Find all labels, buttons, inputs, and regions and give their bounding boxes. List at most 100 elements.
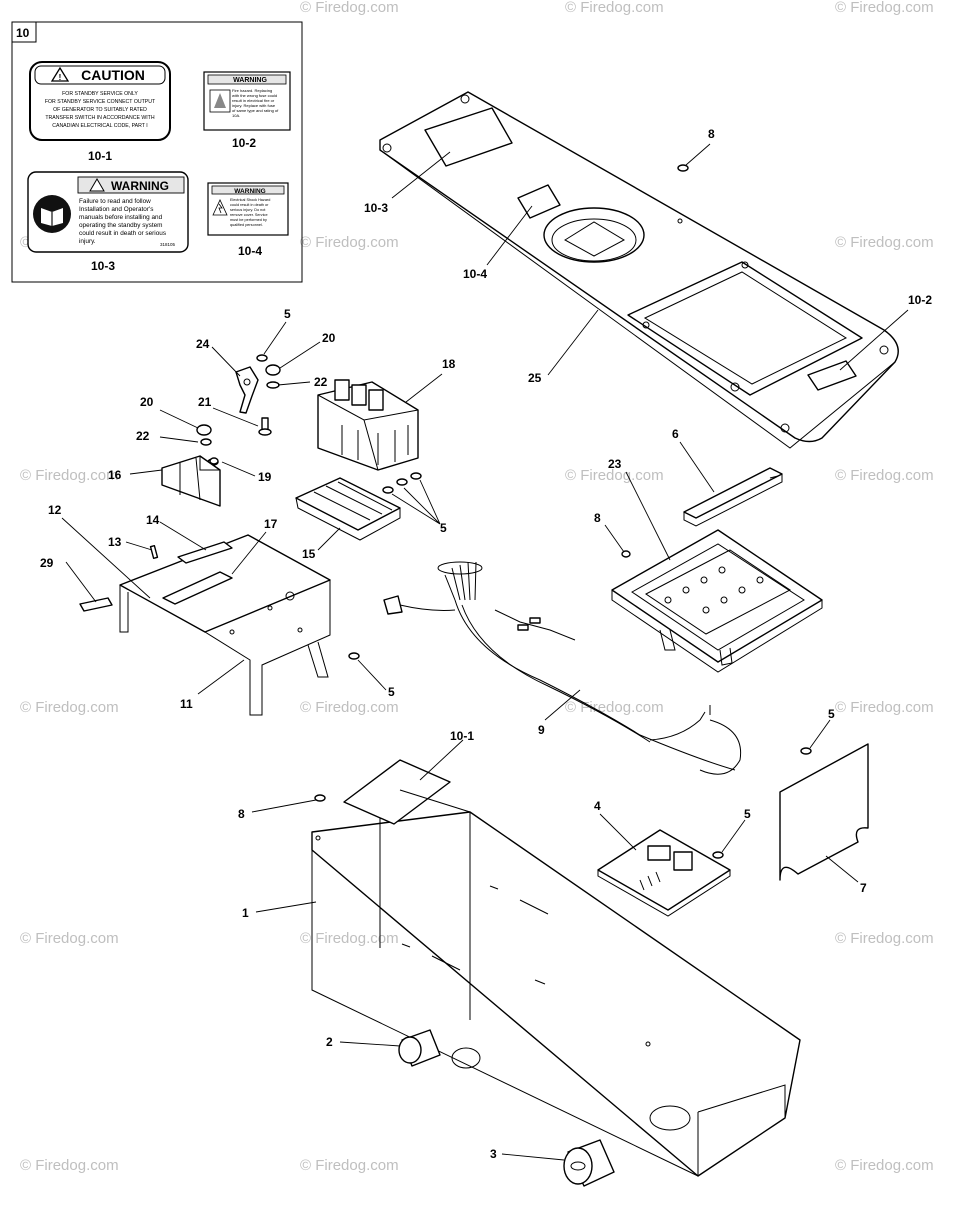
svg-text:CANADIAN ELECTRICAL CODE, PART: CANADIAN ELECTRICAL CODE, PART I	[52, 123, 148, 129]
decal-caution: ! CAUTION FOR STANDBY SERVICE ONLY FOR S…	[29, 61, 171, 141]
watermarks: © Firedog.com © Firedog.com © Firedog.co…	[20, 0, 934, 1174]
part-23-control-panel	[611, 529, 823, 673]
callout-10-1: 10-1	[450, 729, 474, 743]
callout-22: 22	[136, 429, 150, 443]
callout-2: 2	[326, 1035, 333, 1049]
svg-text:result in electrical fire or: result in electrical fire or	[232, 98, 275, 103]
svg-text:Failure to read and follow: Failure to read and follow	[79, 198, 151, 205]
callout-10-2: 10-2	[908, 293, 932, 307]
decal-shock-warning: WARNING Electrical Shock Hazard could re…	[207, 182, 289, 236]
part-11-mounting-bracket	[79, 534, 360, 716]
watermark: © Firedog.com	[835, 930, 934, 947]
svg-text:operating the standby system: operating the standby system	[79, 222, 162, 229]
svg-text:manuals before installing and: manuals before installing and	[79, 214, 163, 221]
callout-11: 11	[180, 697, 193, 711]
svg-text:FOR STANDBY SERVICE ONLY: FOR STANDBY SERVICE ONLY	[62, 91, 138, 97]
part-1-enclosure-base	[311, 759, 801, 1177]
callout-5: 5	[388, 685, 395, 699]
decal-ref-10-3: 10-3	[91, 259, 115, 273]
watermark: © Firedog.com	[300, 699, 399, 716]
part-16-terminal-block	[161, 455, 221, 507]
callout-25: 25	[528, 371, 542, 385]
callout-19: 19	[258, 470, 272, 484]
svg-text:injury. Replace with fuse: injury. Replace with fuse	[232, 103, 276, 108]
part-7-side-plate	[779, 743, 869, 881]
svg-text:serious injury. Do not: serious injury. Do not	[230, 208, 266, 212]
svg-text:qualified personnel.: qualified personnel.	[230, 223, 263, 227]
part-2-foot	[398, 1029, 441, 1067]
watermark: © Firedog.com	[300, 0, 399, 16]
watermark: © Firedog.com	[835, 0, 934, 16]
svg-text:10A.: 10A.	[232, 113, 240, 118]
svg-text:could result in death or serio: could result in death or serious	[79, 230, 166, 237]
leader-lines	[61, 143, 909, 1161]
decal-ref-10-1: 10-1	[88, 149, 112, 163]
decal-fuse-warning: WARNING Fire hazard. Replacing with the …	[203, 71, 291, 131]
watermark: © Firedog.com	[300, 234, 399, 251]
callout-14: 14	[146, 513, 160, 527]
watermark: © Firedog.com	[300, 1157, 399, 1174]
callout-3: 3	[490, 1147, 497, 1161]
watermark: © Firedog.com	[565, 467, 664, 484]
svg-text:WARNING: WARNING	[233, 77, 267, 84]
callout-9: 9	[538, 723, 545, 737]
part-18-breaker	[317, 379, 419, 471]
part-15-fuse-holder	[295, 472, 422, 541]
decal-inset: 10 ! CAUTION FOR STANDBY SERVICE ONLY FO…	[11, 21, 303, 283]
svg-text:must be performed by: must be performed by	[230, 218, 267, 222]
part-25-cover-plate	[379, 91, 899, 449]
svg-text:318105: 318105	[160, 242, 176, 247]
svg-text:!: !	[59, 73, 62, 82]
callout-18: 18	[442, 357, 456, 371]
watermark: © Firedog.com	[835, 234, 934, 251]
watermark: © Firedog.com	[565, 699, 664, 716]
callout-24: 24	[196, 337, 210, 351]
callout-10-3: 10-3	[364, 201, 388, 215]
callout-5: 5	[284, 307, 291, 321]
callout-29: 29	[40, 556, 54, 570]
callout-10-4: 10-4	[463, 267, 487, 281]
watermark: © Firedog.com	[835, 699, 934, 716]
callout-20: 20	[140, 395, 154, 409]
callout-8: 8	[238, 807, 245, 821]
svg-text:OF GENERATOR TO SUITABLY RATED: OF GENERATOR TO SUITABLY RATED	[53, 107, 147, 113]
callout-21: 21	[198, 395, 212, 409]
callout-17: 17	[264, 517, 278, 531]
callout-8: 8	[708, 127, 715, 141]
callout-16: 16	[108, 468, 122, 482]
watermark: © Firedog.com	[20, 1157, 119, 1174]
part-9-wiring-harness	[383, 561, 742, 775]
inset-box-label: 10	[16, 26, 30, 40]
callout-7: 7	[860, 881, 867, 895]
watermark: © Firedog.com	[300, 930, 399, 947]
watermark: © Firedog.com	[835, 1157, 934, 1174]
callout-6: 6	[672, 427, 679, 441]
callout-labels: 8 10-3 10-4 10-2 25 5 20 24 22 18 20 21 …	[40, 127, 932, 1161]
callout-5: 5	[828, 707, 835, 721]
svg-text:of same type and rating of: of same type and rating of	[232, 108, 279, 113]
part-6-cover-strip	[683, 467, 783, 527]
svg-text:Electrical Shock Hazard: Electrical Shock Hazard	[230, 198, 270, 202]
caution-heading: CAUTION	[81, 67, 145, 83]
svg-text:FOR STANDBY SERVICE CONNECT OU: FOR STANDBY SERVICE CONNECT OUTPUT	[45, 99, 156, 105]
callout-5: 5	[440, 521, 447, 535]
watermark: © Firedog.com	[20, 467, 119, 484]
callout-5: 5	[744, 807, 751, 821]
watermark: © Firedog.com	[565, 0, 664, 16]
watermark: © Firedog.com	[835, 467, 934, 484]
callout-23: 23	[608, 457, 622, 471]
warning-triangle-icon	[50, 66, 70, 82]
callout-15: 15	[302, 547, 316, 561]
decal-manual-warning: WARNING Failure to read and follow Insta…	[27, 171, 189, 253]
screws-8	[621, 164, 689, 558]
svg-text:WARNING: WARNING	[111, 179, 169, 193]
callout-8: 8	[594, 511, 601, 525]
svg-text:WARNING: WARNING	[234, 188, 265, 195]
svg-text:injury.: injury.	[79, 238, 96, 245]
callout-4: 4	[594, 799, 601, 813]
part-3-foot	[563, 1139, 615, 1187]
svg-text:remove cover. Service: remove cover. Service	[230, 213, 268, 217]
callout-1: 1	[242, 906, 249, 920]
decal-ref-10-4: 10-4	[238, 244, 262, 258]
